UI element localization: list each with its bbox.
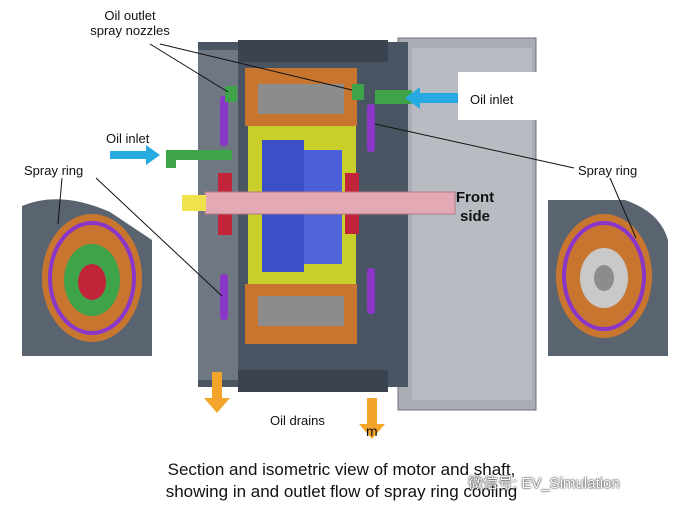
oil-drain-right-arrow <box>359 398 385 439</box>
front-side-line2: side <box>459 208 490 225</box>
front-bearing-bottom <box>345 212 359 234</box>
front-side-line1: Front <box>455 189 495 206</box>
spray-ring-left-bottom <box>220 274 228 320</box>
rear-bearing-bottom <box>218 211 232 235</box>
leader-spray-left-iso <box>57 177 63 225</box>
oil-drains-label: Oil drains <box>270 413 325 428</box>
spray-ring-right-label: Spray ring <box>578 163 638 178</box>
spray-ring-right-top <box>367 104 375 152</box>
oil-inlet-right-arrow <box>405 87 458 109</box>
stator-core-bottom <box>258 296 344 326</box>
iso-view-right-center <box>594 265 614 291</box>
caption-line2: showing in and outlet flow of spray ring… <box>165 482 518 501</box>
leader-spray-right <box>374 123 575 169</box>
watermark: 微信号: EV_Simulation <box>468 475 620 492</box>
oil-drain-left-arrow <box>204 372 230 413</box>
leader-outlet-mid <box>159 43 353 91</box>
leader-outlet-left <box>149 43 229 93</box>
front-bearing-top <box>345 173 359 195</box>
shaft-end-yellow <box>182 195 206 211</box>
iso-view-left-spray-ring <box>48 221 136 335</box>
front-side-label: Front side <box>453 188 497 226</box>
caption-line1: Section and isometric view of motor and … <box>167 460 516 479</box>
oil-inlet-left-label: Oil inlet <box>106 131 150 146</box>
nozzle-left <box>225 86 237 102</box>
stator-core-top <box>258 84 344 114</box>
spray-ring-left-label: Spray ring <box>24 163 84 178</box>
oil-inlet-right-label-box <box>458 72 558 120</box>
drain-symbol: m <box>366 423 378 439</box>
rotor-carrier-blue <box>304 150 342 196</box>
rear-bearing-top <box>218 173 232 197</box>
shaft <box>204 191 456 215</box>
nozzle-right <box>352 84 364 100</box>
oil-inlet-left-fitting <box>166 150 232 168</box>
spray-ring-left-top <box>220 96 228 146</box>
oil-outlet-label-line2: spray nozzles <box>90 23 170 38</box>
rotor-carrier-lower <box>304 214 342 264</box>
spray-ring-right-bottom <box>367 268 375 314</box>
oil-inlet-right-label: Oil inlet <box>470 92 514 107</box>
oil-inlet-left-arrow <box>110 145 160 165</box>
oil-outlet-label-line1: Oil outlet <box>104 8 156 23</box>
housing-top-band <box>238 40 388 62</box>
leader-spray-left <box>95 177 223 297</box>
housing-bottom-band <box>238 370 388 392</box>
oil-inlet-right-fitting <box>375 90 412 104</box>
iso-view-left-center <box>78 264 106 300</box>
iso-view-right-spray-ring <box>562 221 646 331</box>
oil-outlet-label: Oil outlet spray nozzles <box>84 8 176 38</box>
leader-spray-right-iso <box>609 177 637 239</box>
